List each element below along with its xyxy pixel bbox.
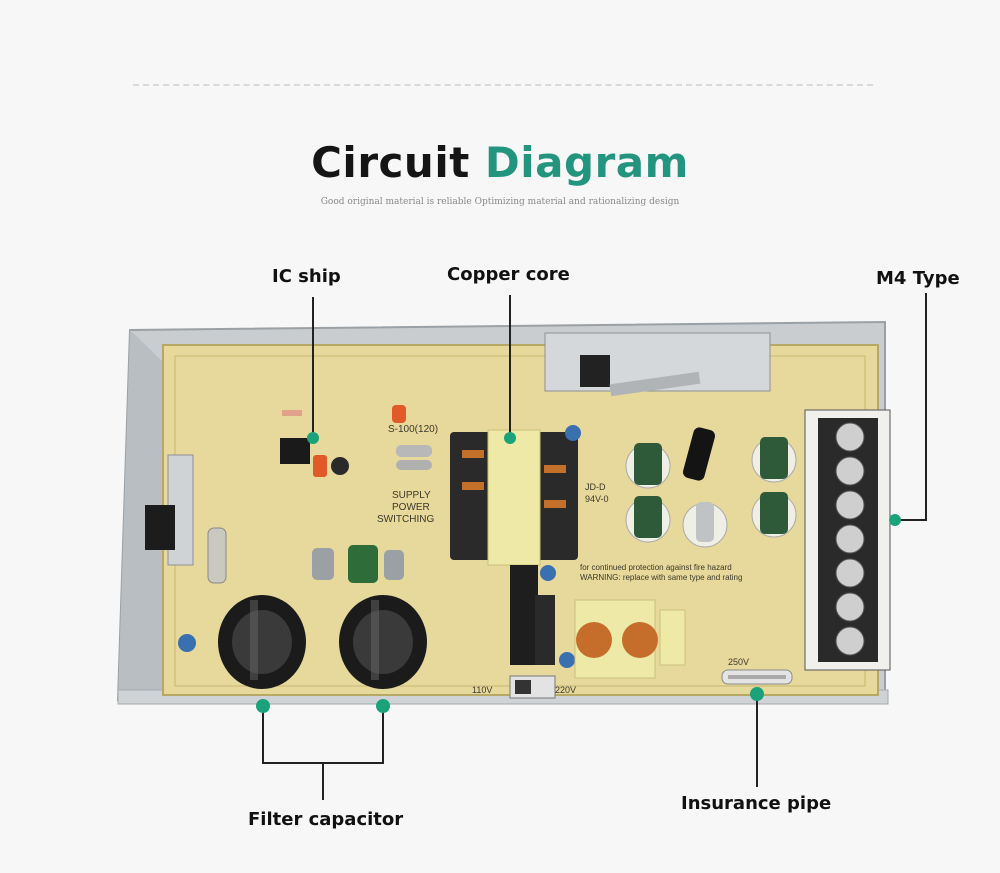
- output-capacitors: [625, 427, 797, 548]
- title-word-diagram: Diagram: [484, 138, 689, 187]
- small-components: [178, 425, 581, 699]
- filter-capacitor-bracket: [262, 706, 384, 764]
- board-110v-text: 110V: [472, 685, 492, 695]
- copper-core-dot: [504, 432, 516, 444]
- fuse: [721, 669, 793, 685]
- filter-capacitor-dot-left: [256, 699, 270, 713]
- label-insurance-pipe: Insurance pipe: [681, 793, 832, 814]
- filter-capacitor-dot-right: [376, 699, 390, 713]
- callout-dots: [256, 432, 901, 713]
- board-rating-text: 94V-0: [585, 494, 609, 504]
- dashed-divider: [133, 84, 873, 86]
- filter-capacitor-right: [339, 595, 427, 689]
- heatsink: [544, 332, 771, 397]
- label-m4-type: M4 Type: [876, 268, 960, 289]
- m4-type-line: [895, 293, 927, 521]
- board-supply-text: SUPPLY: [392, 490, 431, 501]
- label-filter-capacitor: Filter capacitor: [248, 809, 404, 830]
- board-warning-line1: WARNING: replace with same type and rati…: [580, 573, 742, 582]
- terminal-block: [804, 409, 891, 671]
- page-subtitle: Good original material is reliable Optim…: [320, 197, 680, 207]
- ic-ship-dot: [307, 432, 319, 444]
- callout-lines: [262, 293, 927, 800]
- page-title: Circuit Diagram: [0, 138, 1000, 187]
- board-jd-text: JD-D: [585, 482, 606, 492]
- insurance-pipe-dot: [750, 687, 764, 701]
- title-word-circuit: Circuit: [311, 138, 470, 187]
- board-model-text: S-100(120): [388, 424, 438, 435]
- left-bracket: [145, 454, 227, 584]
- board-220v-text: 220V: [555, 685, 576, 695]
- label-copper-core: Copper core: [447, 264, 570, 285]
- filter-inductors: [574, 599, 686, 679]
- ic-chip: [280, 405, 432, 477]
- board-warning-line2: for continued protection against fire ha…: [580, 563, 732, 572]
- m4-type-dot: [889, 514, 901, 526]
- board-power-text: POWER: [392, 502, 430, 513]
- board-switching-text: SWITCHING: [377, 514, 434, 525]
- transformer: [450, 429, 578, 566]
- label-ic-ship: IC ship: [272, 266, 341, 287]
- filter-capacitor-left: [218, 595, 306, 689]
- board-fuse-text: 250V: [728, 657, 749, 667]
- board-printed-text: S-100(120) SWITCHING POWER SUPPLY WARNIN…: [377, 424, 749, 695]
